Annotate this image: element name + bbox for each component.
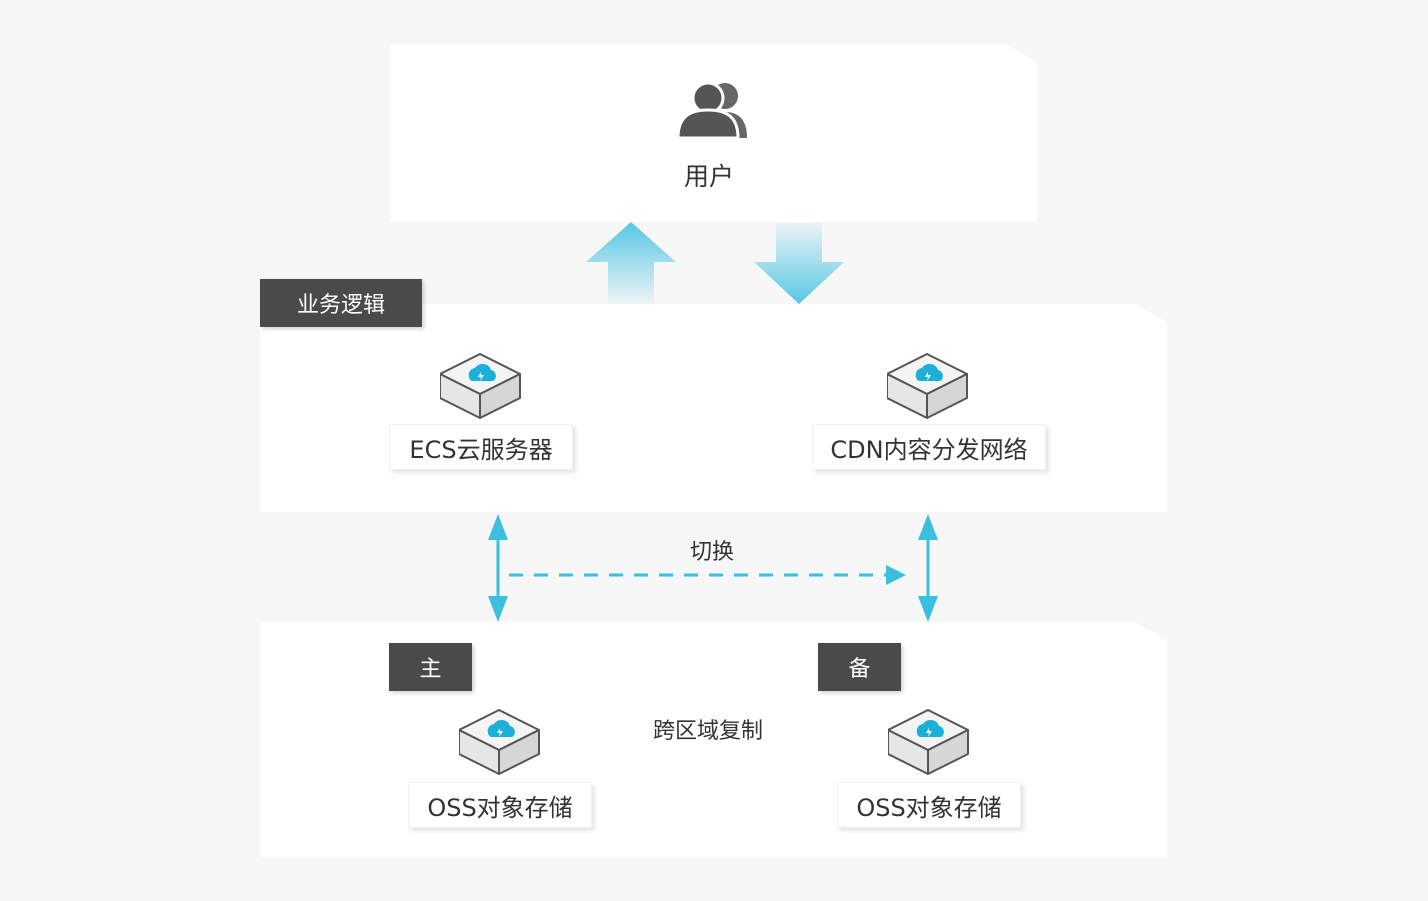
backup-oss-label[interactable]: OSS对象存储	[837, 782, 1021, 828]
primary-oss-cloud-cube-icon	[459, 709, 540, 775]
users-icon	[676, 81, 747, 140]
switch-dashed-arrow	[509, 565, 906, 585]
replication-label: 跨区域复制	[653, 719, 764, 744]
business-logic-tag: 业务逻辑	[260, 279, 422, 327]
primary-oss-label[interactable]: OSS对象存储	[408, 782, 592, 828]
ecs-label[interactable]: ECS云服务器	[389, 424, 573, 470]
response-down-arrow	[754, 222, 844, 304]
primary-tag: 主	[389, 643, 472, 691]
business-logic-panel	[260, 304, 1167, 512]
ecs-storage-double-arrow	[488, 514, 508, 622]
cdn-label[interactable]: CDN内容分发网络	[812, 424, 1046, 470]
backup-tag: 备	[818, 643, 901, 691]
cdn-storage-double-arrow	[918, 514, 938, 622]
switch-label: 切换	[690, 540, 735, 565]
backup-oss-cloud-cube-icon	[888, 709, 969, 775]
user-label: 用户	[684, 162, 735, 191]
request-up-arrow	[586, 222, 676, 304]
